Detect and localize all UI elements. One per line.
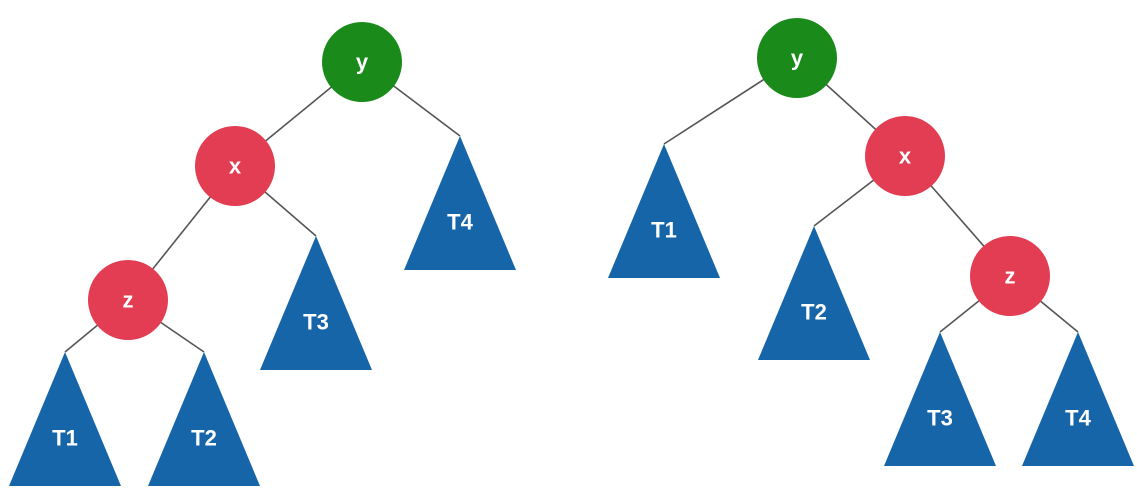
node-label-x: x — [229, 154, 242, 179]
subtree-t1 — [9, 352, 121, 486]
subtree-label-t3: T3 — [927, 405, 953, 430]
subtree-t2 — [148, 352, 260, 486]
node-z — [970, 236, 1050, 316]
node-label-y: y — [356, 50, 369, 75]
subtree-label-t4: T4 — [447, 209, 473, 234]
node-x — [865, 116, 945, 196]
node-label-x: x — [899, 144, 912, 169]
subtree-t4 — [1022, 332, 1134, 466]
node-y — [322, 22, 402, 102]
subtree-t3 — [884, 332, 996, 466]
subtree-label-t1: T1 — [52, 425, 78, 450]
subtree-label-t2: T2 — [191, 425, 217, 450]
subtree-t4 — [404, 136, 516, 270]
subtree-label-t2: T2 — [801, 299, 827, 324]
node-label-z: z — [123, 288, 134, 313]
subtree-t1 — [608, 144, 720, 278]
node-x — [195, 126, 275, 206]
node-z — [88, 260, 168, 340]
node-label-y: y — [791, 46, 804, 71]
tree-before: T1 T2 T3 T4 y x z — [9, 22, 516, 486]
subtree-label-t4: T4 — [1065, 405, 1091, 430]
subtree-label-t3: T3 — [303, 309, 329, 334]
node-y — [757, 18, 837, 98]
node-label-z: z — [1005, 264, 1016, 289]
subtree-t3 — [260, 236, 372, 370]
subtree-label-t1: T1 — [651, 217, 677, 242]
subtree-t2 — [758, 226, 870, 360]
